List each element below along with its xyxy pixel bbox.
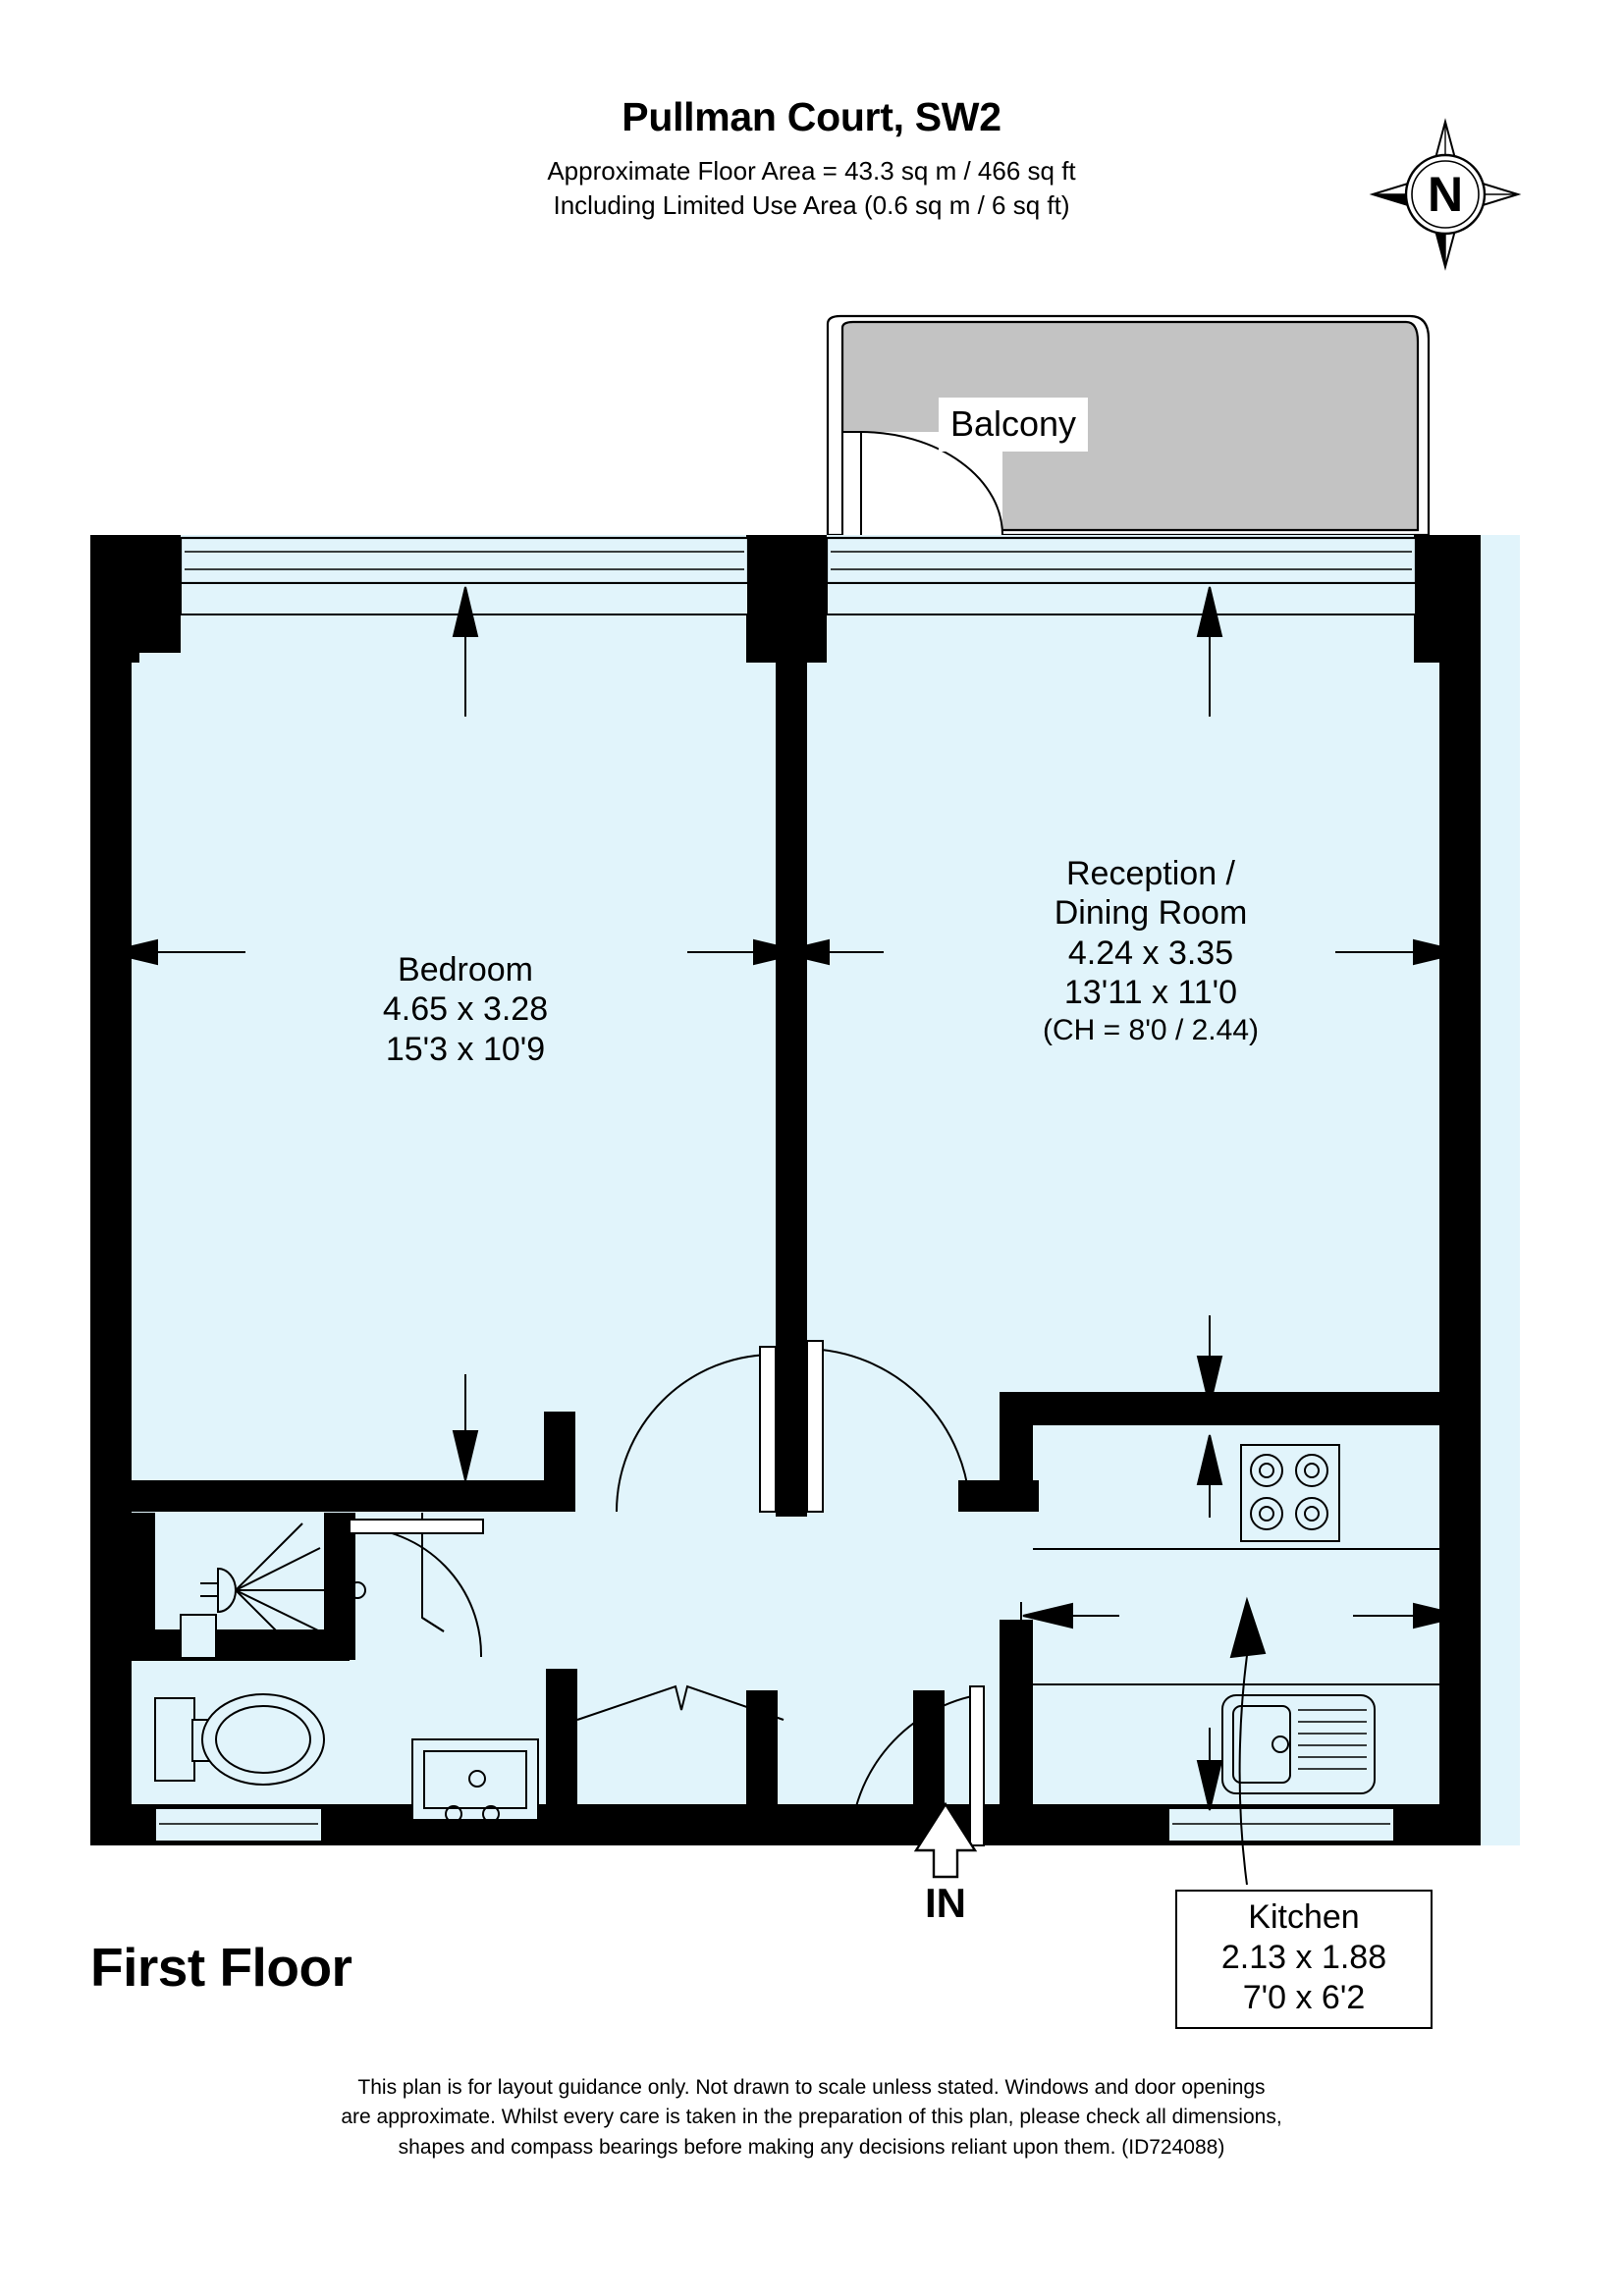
reception-ceiling-height: (CH = 8'0 / 2.44) [1043, 1013, 1259, 1046]
room-label-reception-dining: Reception / Dining Room 4.24 x 3.35 13'1… [1043, 854, 1259, 1048]
compass-north-letter: N [1428, 167, 1463, 222]
reception-name-line-2: Dining Room [1054, 894, 1248, 933]
reception-metric-dimensions: 4.24 x 3.35 [1067, 934, 1234, 972]
central-partition-wall [776, 535, 807, 1517]
entrance-in-arrow [913, 1801, 978, 1879]
disclaimer-line-3: shapes and compass bearings before makin… [398, 2135, 1225, 2159]
reception-name-line-1: Reception / [1066, 855, 1235, 892]
bedroom-name: Bedroom [398, 951, 533, 988]
reception-imperial-dimensions: 13'11 x 11'0 [1063, 974, 1238, 1012]
floor-area-line: Approximate Floor Area = 43.3 sq m / 466… [547, 156, 1076, 187]
room-label-bedroom: Bedroom 4.65 x 3.28 15'3 x 10'9 [383, 950, 548, 1069]
page-title: Pullman Court, SW2 [622, 94, 1001, 139]
floor-level-label: First Floor [90, 1937, 352, 1998]
kitchen-leader-line [1229, 1596, 1267, 1886]
balcony-shape [826, 314, 1431, 539]
bedroom-metric-dimensions: 4.65 x 3.28 [382, 990, 549, 1029]
bedroom-imperial-dimensions: 15'3 x 10'9 [385, 1030, 546, 1068]
bathroom-fixtures [154, 1513, 539, 1823]
disclaimer-line-2: are approximate. Whilst every care is ta… [341, 2106, 1282, 2129]
kitchen-metric-dimensions: 2.13 x 1.88 [1220, 1938, 1387, 1976]
window-kitchen-bottom [1167, 1807, 1395, 1842]
kitchen-fixtures [1033, 1444, 1439, 1794]
floor-fill [90, 535, 1520, 1845]
disclaimer-line-1: This plan is for layout guidance only. N… [357, 2076, 1266, 2099]
dimension-arrows [107, 586, 1464, 1811]
plan-header: Pullman Court, SW2 Approximate Floor Are… [0, 94, 1623, 223]
door-swings [349, 1340, 985, 1846]
disclaimer: This plan is for layout guidance only. N… [0, 2073, 1623, 2163]
entrance-label: IN [925, 1880, 966, 1926]
interior-walls [90, 1392, 1441, 1845]
window-reception-top [825, 536, 1418, 615]
outer-walls [90, 535, 1481, 1845]
window-bathroom-bottom [154, 1807, 323, 1842]
limited-use-area-line: Including Limited Use Area (0.6 sq m / 6… [553, 189, 1070, 220]
room-label-kitchen: Kitchen 2.13 x 1.88 7'0 x 6'2 [1175, 1890, 1433, 2030]
kitchen-name: Kitchen [1248, 1898, 1360, 1936]
balcony-name: Balcony [949, 403, 1077, 444]
compass-rose: N [1367, 116, 1524, 273]
window-bedroom-top [179, 536, 750, 615]
kitchen-imperial-dimensions: 7'0 x 6'2 [1242, 1978, 1366, 2016]
room-label-balcony: Balcony [938, 398, 1089, 452]
